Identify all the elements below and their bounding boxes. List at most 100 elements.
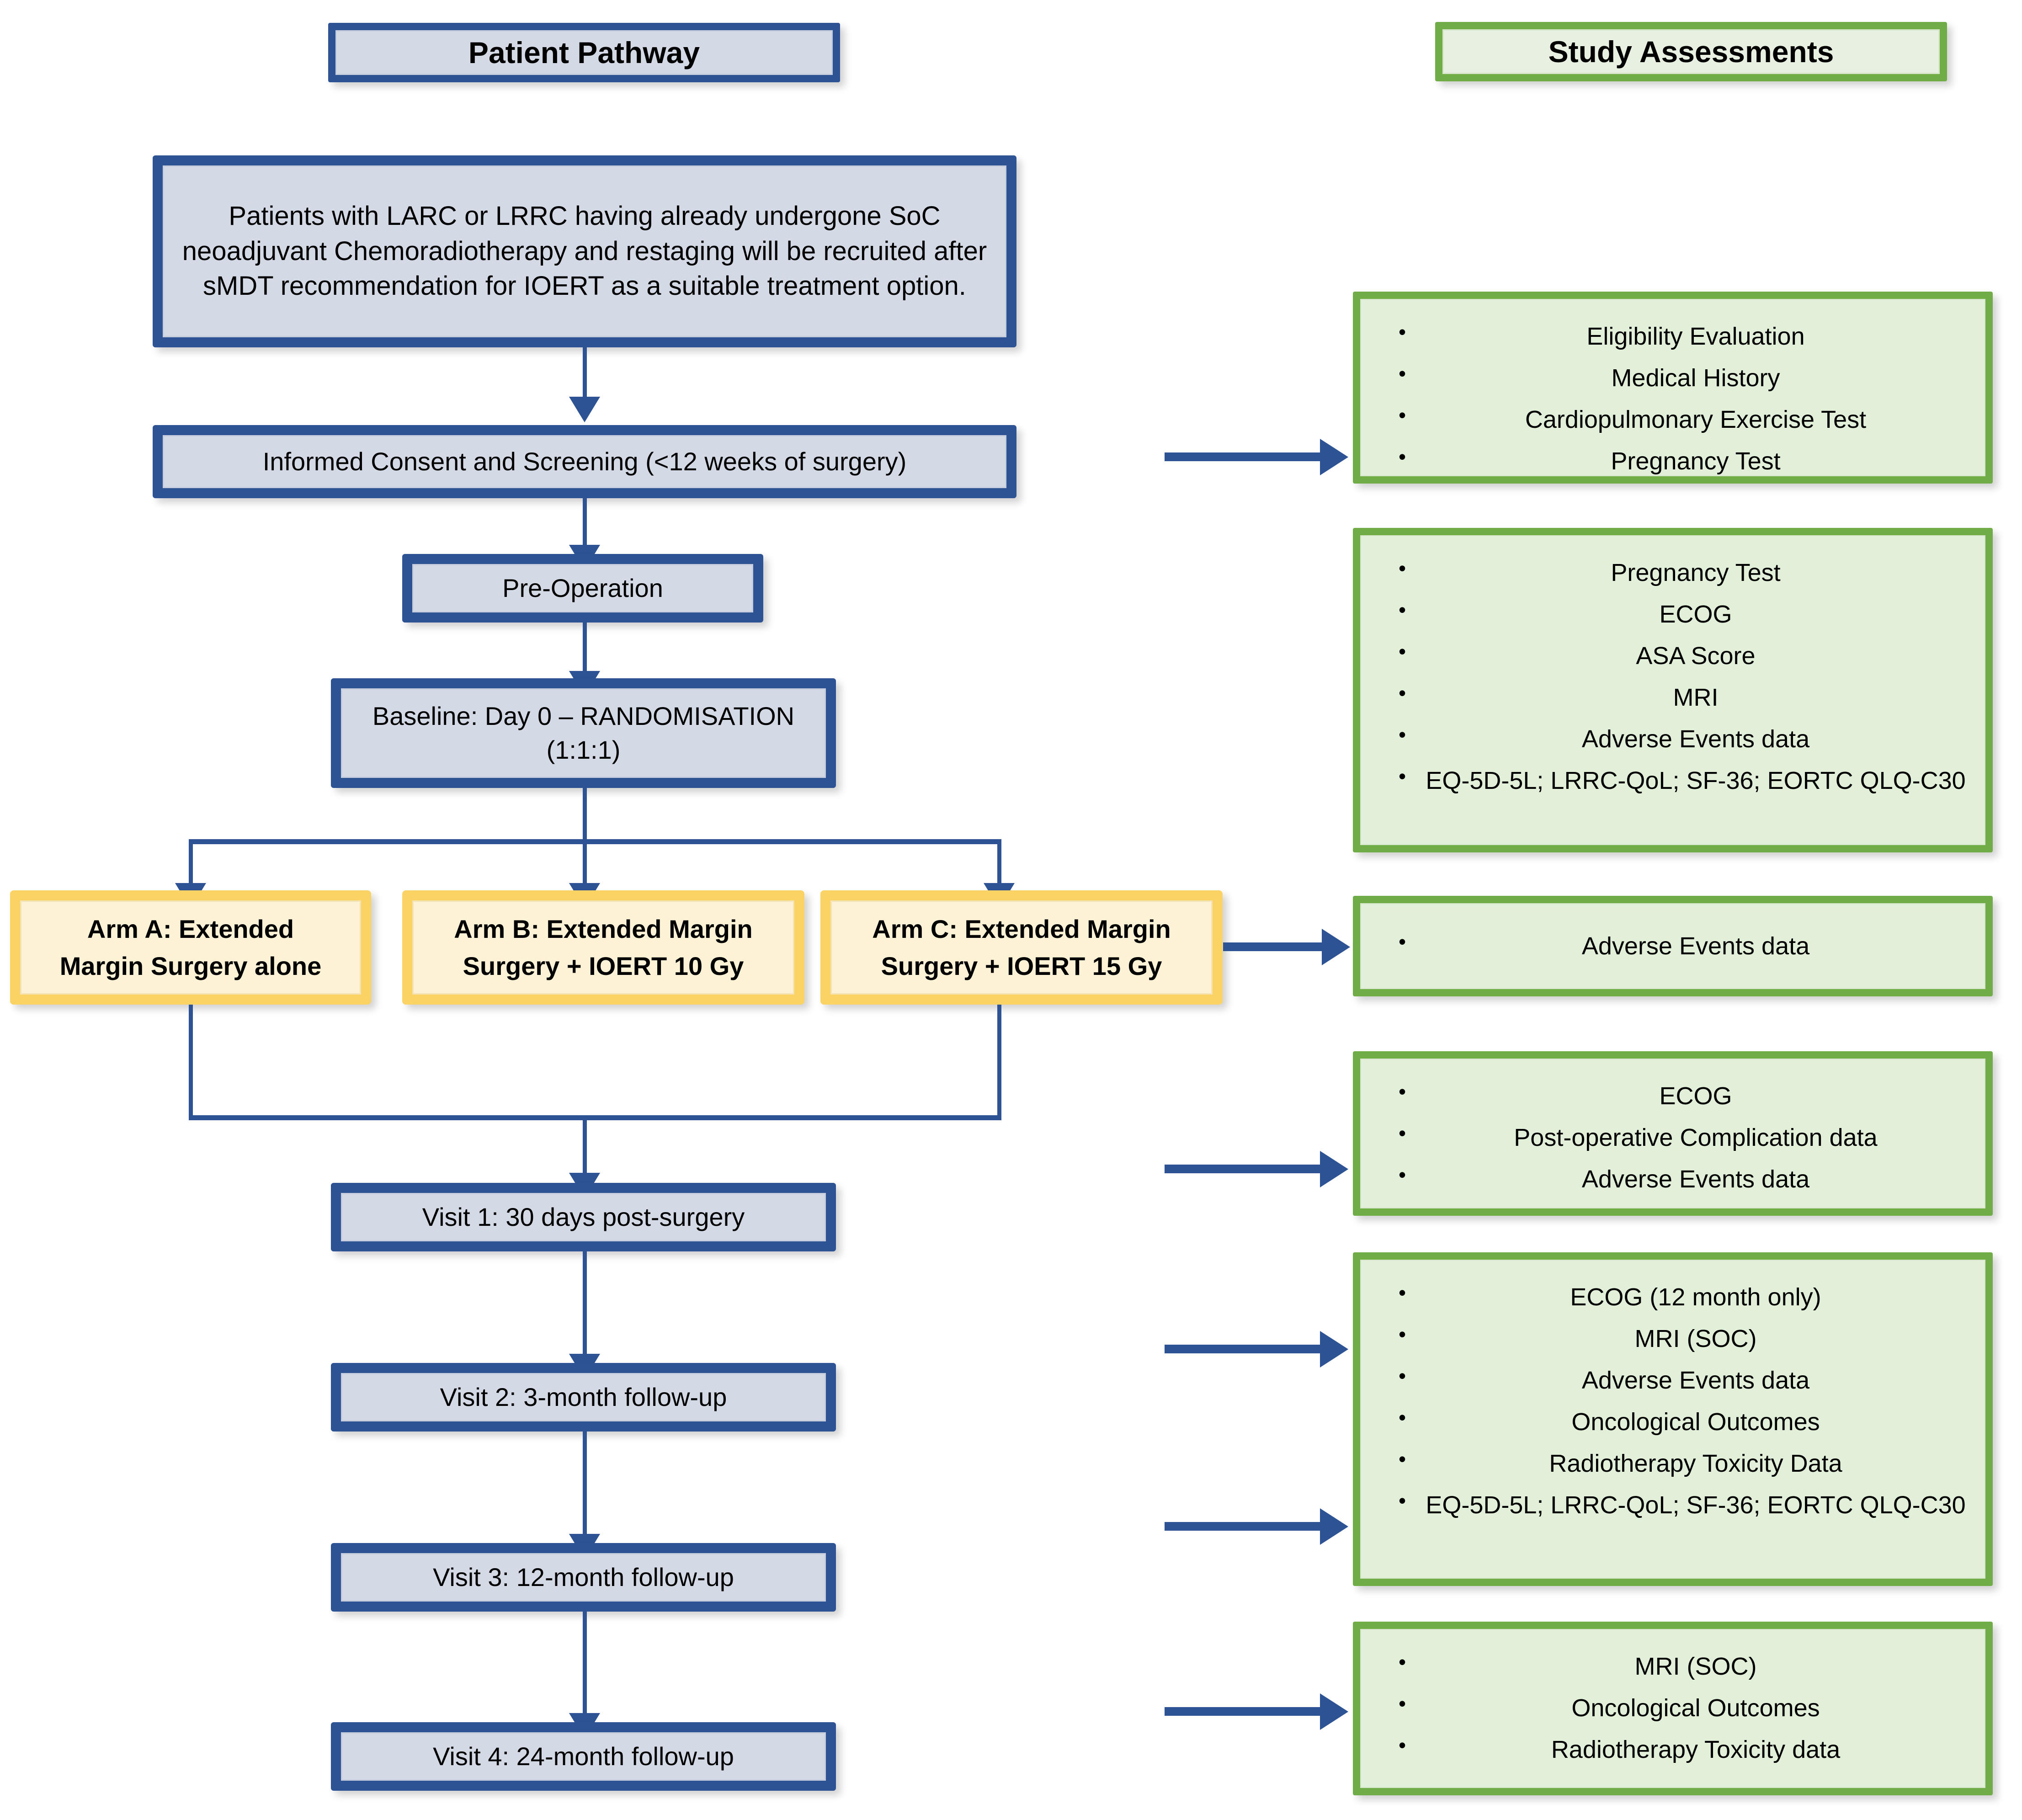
panel-screening-assessments: Eligibility Evaluation Medical History C… — [1353, 292, 1993, 484]
patient-pathway-header-label: Patient Pathway — [335, 30, 833, 75]
node-visit-3: Visit 3: 12-month follow-up — [331, 1543, 836, 1612]
panel-followup-body: ECOG (12 month only) MRI (SOC) Adverse E… — [1360, 1260, 1985, 1579]
arrow-recruitment-to-consent — [569, 397, 600, 422]
connector-branch-bus — [189, 839, 1001, 844]
connector-consent-to-screening-panel — [1165, 452, 1320, 461]
connector-merge-stem — [583, 1115, 587, 1180]
panel-visit1-body: ECOG Post-operative Complication data Ad… — [1360, 1059, 1985, 1208]
node-visit-3-label: Visit 3: 12-month follow-up — [341, 1553, 826, 1602]
study-assessments-header-label: Study Assessments — [1442, 29, 1940, 74]
list-item: Adverse Events data — [1399, 926, 1971, 965]
panel-baseline-body: Pregnancy Test ECOG ASA Score MRI Advers… — [1360, 535, 1985, 845]
panel-arms-list: Adverse Events data — [1389, 926, 1971, 965]
connector-visit3-to-visit4 — [583, 1612, 587, 1720]
connector-merge-right — [997, 1005, 1001, 1120]
connector-baseline-stem — [583, 788, 587, 844]
node-baseline-randomisation-body: Baseline: Day 0 – RANDOMISATION (1:1:1) — [341, 688, 826, 778]
connector-merge-bus — [189, 1115, 1001, 1120]
node-arm-a-body: Arm A: Extended Margin Surgery alone — [20, 900, 361, 995]
list-item: Medical History — [1399, 358, 1971, 397]
connector-branch-left — [189, 839, 193, 890]
list-item: MRI (SOC) — [1399, 1646, 1971, 1685]
panel-baseline-assessments: Pregnancy Test ECOG ASA Score MRI Advers… — [1353, 528, 1993, 852]
panel-baseline-list: Pregnancy Test ECOG ASA Score MRI Advers… — [1389, 553, 1971, 799]
node-baseline-line1: Baseline: Day 0 – RANDOMISATION — [372, 702, 795, 731]
list-item: Oncological Outcomes — [1399, 1402, 1971, 1441]
connector-preop-to-baseline — [583, 623, 587, 678]
panel-arms-body: Adverse Events data — [1360, 903, 1985, 989]
connector-visit2-to-visit3 — [583, 1432, 587, 1541]
patient-pathway-header: Patient Pathway — [328, 23, 840, 82]
node-arm-b-line1: Arm B: Extended Margin — [454, 914, 753, 943]
connector-branch-middle — [583, 839, 587, 890]
panel-followup-list: ECOG (12 month only) MRI (SOC) Adverse E… — [1389, 1277, 1971, 1524]
connector-recruitment-to-consent — [583, 347, 587, 402]
node-arm-c: Arm C: Extended Margin Surgery + IOERT 1… — [820, 890, 1223, 1005]
node-pre-operation: Pre-Operation — [402, 554, 763, 623]
node-baseline-line2: (1:1:1) — [546, 735, 621, 764]
connector-visit3-to-followup-panel — [1165, 1522, 1320, 1531]
connector-visit1-to-panel — [1165, 1165, 1320, 1173]
panel-screening-body: Eligibility Evaluation Medical History C… — [1360, 299, 1985, 476]
arrow-visit4-to-panel — [1320, 1693, 1348, 1730]
node-arm-b-line2: Surgery + IOERT 10 Gy — [463, 952, 744, 980]
list-item: Eligibility Evaluation — [1399, 316, 1971, 355]
node-recruitment: Patients with LARC or LRRC having alread… — [153, 155, 1016, 347]
node-arm-a: Arm A: Extended Margin Surgery alone — [10, 890, 371, 1005]
panel-visit1-list: ECOG Post-operative Complication data Ad… — [1389, 1076, 1971, 1198]
list-item: ECOG (12 month only) — [1399, 1277, 1971, 1316]
connector-merge-left — [189, 1005, 193, 1120]
connector-branch-right — [997, 839, 1001, 890]
list-item: Post-operative Complication data — [1399, 1118, 1971, 1156]
node-recruitment-label: Patients with LARC or LRRC having alread… — [163, 165, 1006, 337]
arrow-visit1-to-panel — [1320, 1151, 1348, 1187]
list-item: Pregnancy Test — [1399, 553, 1971, 591]
node-visit-4: Visit 4: 24-month follow-up — [331, 1722, 836, 1791]
list-item: ECOG — [1399, 1076, 1971, 1115]
arrow-armc-to-arms-panel — [1322, 929, 1350, 965]
connector-armc-to-arms-panel — [1223, 942, 1322, 951]
panel-visit1-assessments: ECOG Post-operative Complication data Ad… — [1353, 1051, 1993, 1216]
panel-visit4-body: MRI (SOC) Oncological Outcomes Radiother… — [1360, 1629, 1985, 1788]
panel-visit4-assessments: MRI (SOC) Oncological Outcomes Radiother… — [1353, 1622, 1993, 1795]
panel-screening-list: Eligibility Evaluation Medical History C… — [1389, 316, 1971, 480]
connector-visit2-to-followup-panel — [1165, 1345, 1320, 1353]
arrow-visit2-to-followup-panel — [1320, 1331, 1348, 1368]
arrow-visit3-to-followup-panel — [1320, 1508, 1348, 1545]
arrow-consent-to-screening-panel — [1320, 439, 1348, 475]
list-item: ASA Score — [1399, 636, 1971, 675]
node-pre-operation-label: Pre-Operation — [412, 564, 753, 612]
node-arm-b: Arm B: Extended Margin Surgery + IOERT 1… — [402, 890, 804, 1005]
node-informed-consent-label: Informed Consent and Screening (<12 week… — [163, 435, 1006, 488]
node-visit-2: Visit 2: 3-month follow-up — [331, 1363, 836, 1432]
node-arm-a-line2: Margin Surgery alone — [59, 952, 322, 980]
study-assessments-header: Study Assessments — [1435, 22, 1947, 81]
list-item: ECOG — [1399, 594, 1971, 633]
node-visit-1-label: Visit 1: 30 days post-surgery — [341, 1193, 826, 1241]
node-arm-c-line2: Surgery + IOERT 15 Gy — [881, 952, 1162, 980]
panel-followup-assessments: ECOG (12 month only) MRI (SOC) Adverse E… — [1353, 1252, 1993, 1586]
node-baseline-randomisation: Baseline: Day 0 – RANDOMISATION (1:1:1) — [331, 678, 836, 788]
node-visit-2-label: Visit 2: 3-month follow-up — [341, 1373, 826, 1421]
node-arm-b-body: Arm B: Extended Margin Surgery + IOERT 1… — [412, 900, 794, 995]
connector-consent-to-preop — [583, 498, 587, 551]
list-item: Oncological Outcomes — [1399, 1688, 1971, 1727]
node-visit-4-label: Visit 4: 24-month follow-up — [341, 1732, 826, 1781]
list-item: EQ-5D-5L; LRRC-QoL; SF-36; EORTC QLQ-C30 — [1399, 761, 1971, 799]
list-item: EQ-5D-5L; LRRC-QoL; SF-36; EORTC QLQ-C30 — [1399, 1485, 1971, 1524]
list-item: Adverse Events data — [1399, 1159, 1971, 1198]
list-item: Radiotherapy Toxicity data — [1399, 1730, 1971, 1768]
node-arm-a-line1: Arm A: Extended — [87, 914, 294, 943]
connector-visit4-to-panel — [1165, 1707, 1320, 1716]
node-visit-1: Visit 1: 30 days post-surgery — [331, 1183, 836, 1251]
list-item: MRI (SOC) — [1399, 1319, 1971, 1357]
list-item: Radiotherapy Toxicity Data — [1399, 1443, 1971, 1482]
node-arm-c-line1: Arm C: Extended Margin — [872, 914, 1171, 943]
list-item: MRI — [1399, 677, 1971, 716]
panel-visit4-list: MRI (SOC) Oncological Outcomes Radiother… — [1389, 1646, 1971, 1768]
node-arm-c-body: Arm C: Extended Margin Surgery + IOERT 1… — [830, 900, 1213, 995]
list-item: Cardiopulmonary Exercise Test — [1399, 399, 1971, 438]
node-informed-consent: Informed Consent and Screening (<12 week… — [153, 425, 1016, 498]
connector-visit1-to-visit2 — [583, 1251, 587, 1361]
